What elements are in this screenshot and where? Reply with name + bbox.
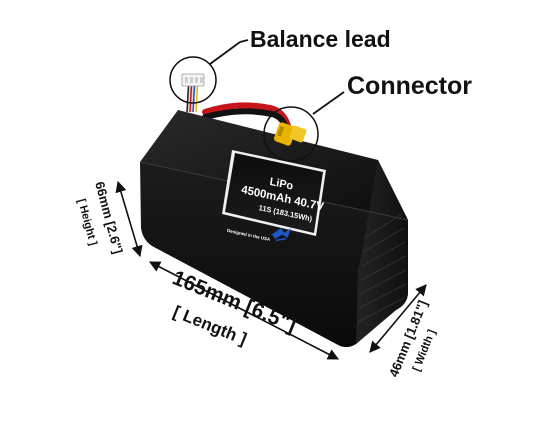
height-name: [ Height ] — [75, 198, 99, 247]
connector-label: Connector — [347, 72, 472, 100]
balance-lead-label: Balance lead — [250, 26, 391, 52]
balance-lead-callout: Balance lead — [169, 26, 391, 104]
product-label: LiPo 4500mAh 40.7V 11S (183.15Wh) Design… — [222, 150, 326, 242]
label-chemistry: LiPo — [269, 176, 294, 193]
brand-logo-icon — [271, 228, 291, 242]
balance-plug — [181, 73, 205, 87]
xt-connector — [273, 122, 307, 146]
height-dimension: 66mm [2.6"] [ Height ] — [75, 180, 143, 258]
battery-front-face — [140, 162, 408, 348]
connector-callout: Connector — [263, 72, 472, 162]
